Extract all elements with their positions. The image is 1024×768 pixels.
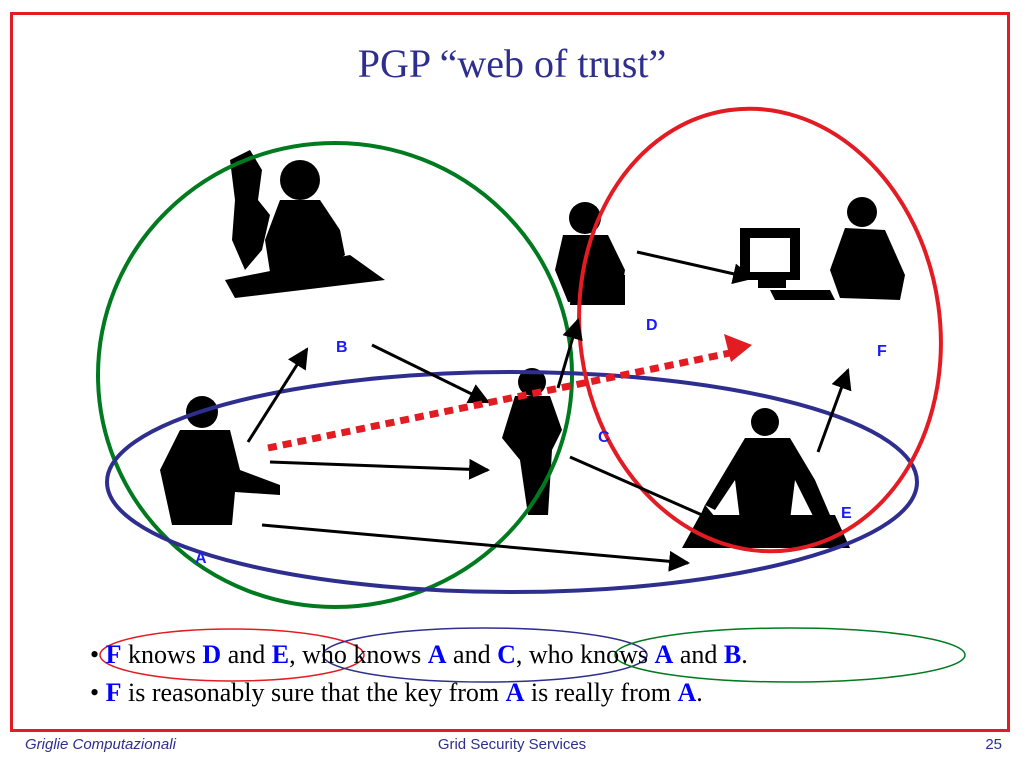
highlight-ellipse-d-e [99,628,365,682]
trust-circle-b [96,141,574,609]
trust-circle-f [577,106,943,554]
bullet-text: A [505,678,525,707]
node-label-f: F [877,343,887,360]
bullet-1: • F knows D and E, who knows A and C, wh… [90,636,990,674]
node-label-d: D [646,317,658,334]
bullet-text: A [427,640,447,669]
bullet-text: , who knows [515,640,655,669]
node-label-a: A [195,550,207,567]
bullet-marker: • [90,640,106,669]
person-f-figure [740,197,905,300]
bullet-text: D [202,640,222,669]
bullet-text: , who knows [289,640,428,669]
inferred-trust-arrow [267,349,731,452]
bullet-text: knows [121,640,203,669]
slide-frame [10,12,1010,732]
bullet-text: and [673,640,724,669]
highlight-ellipse-a-c [322,627,648,683]
bullet-2: • F is reasonably sure that the key from… [90,674,990,712]
arrow-a-to-e [261,523,691,572]
page-number: 25 [985,736,1002,753]
bullet-text: E [271,640,290,669]
bullet-text: F [105,678,122,707]
bullet-text: is reasonably sure that the key from [121,678,506,707]
arrow-e-to-f [816,368,852,453]
arrow-c-to-e [569,455,720,525]
bullet-text: A [654,640,674,669]
bullet-text: is really from [524,678,678,707]
arrow-a-to-b [246,347,309,443]
person-d-figure [555,202,625,305]
arrow-d-to-f [636,250,755,285]
footer-section: Grid Security Services [437,736,587,753]
bullet-marker: • [90,678,106,707]
node-label-c: C [598,429,610,446]
bullet-text: F [105,640,122,669]
bullet-list: • F knows D and E, who knows A and C, wh… [90,636,990,712]
bullet-text: and [221,640,272,669]
trust-circle-e [105,370,919,594]
person-b-figure [225,150,385,298]
node-label-e: E [841,505,852,522]
footer-course: Griglie Computazionali [25,736,176,753]
slide-title: PGP “web of trust” [357,41,667,86]
person-a-figure [160,396,280,525]
bullet-text: . [696,678,703,707]
bullet-text: . [741,640,748,669]
inferred-trust-arrowhead [724,334,752,362]
bullet-text: and [446,640,498,669]
person-e-figure [682,408,850,548]
bullet-text: C [497,640,516,669]
highlight-ellipse-a-b [614,627,966,683]
bullet-text: A [677,678,697,707]
bullet-text: B [723,640,742,669]
arrow-c-to-d [556,317,583,389]
node-label-b: B [336,339,348,356]
arrow-b-to-c [371,343,490,404]
arrow-a-to-c [269,458,491,480]
